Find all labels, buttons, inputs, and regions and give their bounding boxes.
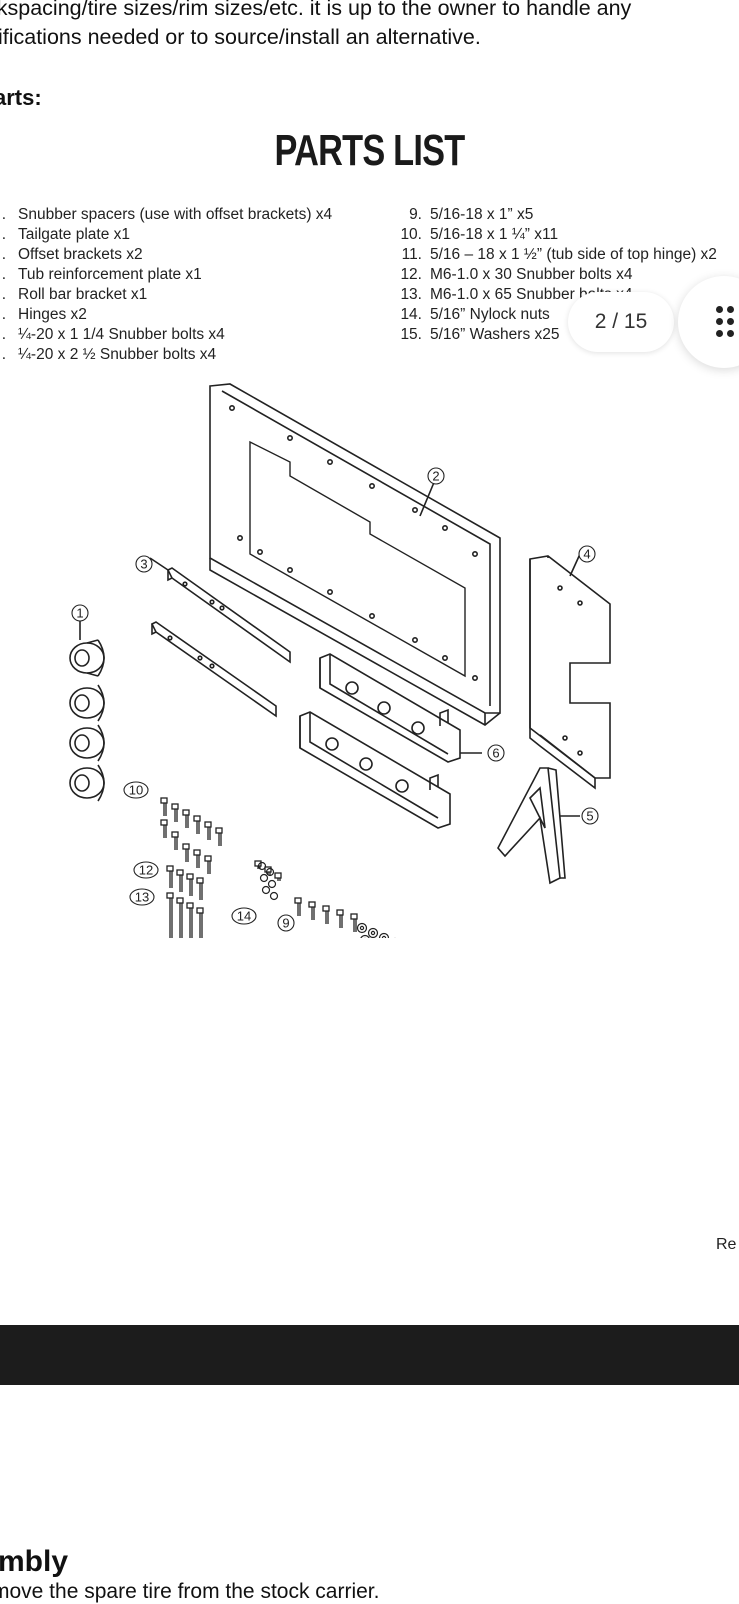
dark-banner (0, 1325, 739, 1385)
parts-list-number: . (1, 286, 6, 303)
parts-list-number: . (1, 326, 6, 343)
related-text[interactable]: Re (716, 1236, 737, 1253)
parts-list-number: . (1, 346, 6, 363)
parts-list-number: 10. (400, 226, 422, 243)
roll-bar-bracket-drawing (529, 553, 611, 790)
callout-10: 10 (123, 781, 149, 799)
svg-text:4: 4 (583, 547, 590, 562)
parts-list-text: ¼-20 x 2 ½ Snubber bolts x4 (18, 346, 217, 363)
parts-heading: arts: (0, 85, 42, 110)
parts-list-text: ¼-20 x 1 1/4 Snubber bolts x4 (18, 326, 225, 343)
parts-list-item: . Tailgate plate x1 (0, 225, 332, 245)
parts-list-item: . ¼-20 x 2 ½ Snubber bolts x4 (0, 345, 332, 365)
image-counter: 2 / 15 (568, 292, 674, 352)
intro-paragraph: ckspacing/tire sizes/rim sizes/etc. it i… (0, 0, 739, 52)
parts-list-item: 9. 5/16-18 x 1” x5 (398, 205, 717, 225)
parts-list-left: . Snubber spacers (use with offset bracke… (0, 205, 332, 365)
parts-list-number: 12. (400, 266, 422, 283)
parts-list-text: Offset brackets x2 (18, 246, 143, 263)
callout-14: 14 (231, 907, 257, 925)
svg-text:14: 14 (237, 909, 251, 924)
parts-list-text: 5/16” Washers x25 (430, 326, 560, 343)
intro-line-1: ckspacing/tire sizes/rim sizes/etc. it i… (0, 0, 632, 20)
parts-list-text: M6-1.0 x 30 Snubber bolts x4 (430, 266, 633, 283)
svg-text:10: 10 (129, 783, 143, 798)
parts-list-number: 13. (400, 286, 422, 303)
svg-text:6: 6 (492, 746, 499, 761)
svg-text:1: 1 (76, 606, 83, 621)
parts-list-number: . (1, 246, 6, 263)
parts-list-right: 9. 5/16-18 x 1” x5 10. 5/16-18 x 1 ¼” x11 11… (398, 205, 717, 345)
assembly-text: move the spare tire from the stock carri… (0, 1580, 380, 1603)
svg-text:13: 13 (135, 890, 149, 905)
callout-2: 2 (427, 467, 445, 485)
bolts-drawing (160, 797, 358, 938)
parts-list-item: 13.M6-1.0 x 65 Snubber bolts x4 (398, 285, 717, 305)
parts-list-item: . Hinges x2 (0, 305, 332, 325)
parts-list-number: . (1, 306, 6, 323)
svg-text:5: 5 (586, 809, 593, 824)
offset-brackets-drawing (149, 557, 291, 718)
parts-list-number: 11. (401, 246, 422, 263)
callout-9: 9 (277, 914, 295, 932)
svg-text:3: 3 (140, 557, 147, 572)
parts-list-item: 14. 5/16” Nylock nuts (398, 305, 717, 325)
parts-list-number: 9. (409, 206, 422, 223)
snubber-spacers-drawing (69, 620, 105, 802)
parts-list-item: . Offset brackets x2 (0, 245, 332, 265)
intro-line-2: difications needed or to source/install … (0, 25, 481, 49)
parts-list-item: . Roll bar bracket x1 (0, 285, 332, 305)
parts-list-text: Roll bar bracket x1 (18, 286, 148, 303)
parts-list-item: . Tub reinforcement plate x1 (0, 265, 332, 285)
washers-drawing (356, 922, 396, 938)
parts-list-text: Tub reinforcement plate x1 (18, 266, 202, 283)
callout-12: 12 (133, 861, 159, 879)
brace-drawing (497, 767, 580, 885)
svg-text:2: 2 (432, 469, 439, 484)
parts-list-text: 5/16-18 x 1 ¼” x11 (430, 226, 559, 243)
svg-text:12: 12 (139, 863, 153, 878)
parts-list-image[interactable]: PARTS LIST . Snubber spacers (use with of… (0, 118, 739, 938)
parts-list-text: Tailgate plate x1 (18, 226, 131, 243)
parts-list-text: 5/16” Nylock nuts (430, 306, 550, 323)
parts-list-item: 12. M6-1.0 x 30 Snubber bolts x4 (398, 265, 717, 285)
parts-list-item: . ¼-20 x 1 1/4 Snubber bolts x4 (0, 325, 332, 345)
callout-1: 1 (71, 604, 89, 622)
parts-list-number: 14. (400, 306, 422, 323)
parts-list-text: Snubber spacers (use with offset bracket… (18, 206, 333, 223)
parts-list-number: . (1, 206, 6, 223)
parts-list-text: Hinges x2 (18, 306, 87, 323)
parts-list-item: 10. 5/16-18 x 1 ¼” x11 (398, 225, 717, 245)
callout-labels: 123456789101112131415 (71, 467, 599, 932)
parts-list-number: . (1, 226, 6, 243)
tailgate-plate-drawing (209, 383, 501, 726)
parts-list-number: . (1, 266, 6, 283)
parts-list-item: 11. 5/16 – 18 x 1 ½” (tub side of top hin… (398, 245, 717, 265)
assembly-heading: mbly (0, 1545, 69, 1578)
hinges-drawing (299, 653, 482, 829)
callout-13: 13 (129, 888, 155, 906)
parts-list-text: 5/16-18 x 1” x5 (430, 206, 534, 223)
parts-list-title: PARTS LIST (274, 126, 466, 175)
parts-list-item: . Snubber spacers (use with offset bracke… (0, 205, 332, 225)
parts-list-item: 15. 5/16” Washers x25 (398, 325, 717, 345)
parts-list-number: 15. (400, 326, 422, 343)
callout-5: 5 (581, 807, 599, 825)
parts-exploded-diagram: 123456789101112131415 (69, 383, 611, 938)
nylock-nuts-drawing (257, 861, 279, 901)
callout-6: 6 (487, 744, 505, 762)
callout-3: 3 (135, 555, 153, 573)
svg-text:9: 9 (282, 916, 289, 931)
grid-dots-icon (716, 306, 739, 338)
parts-list-text: 5/16 – 18 x 1 ½” (tub side of top hinge)… (430, 246, 717, 263)
callout-4: 4 (578, 545, 596, 563)
